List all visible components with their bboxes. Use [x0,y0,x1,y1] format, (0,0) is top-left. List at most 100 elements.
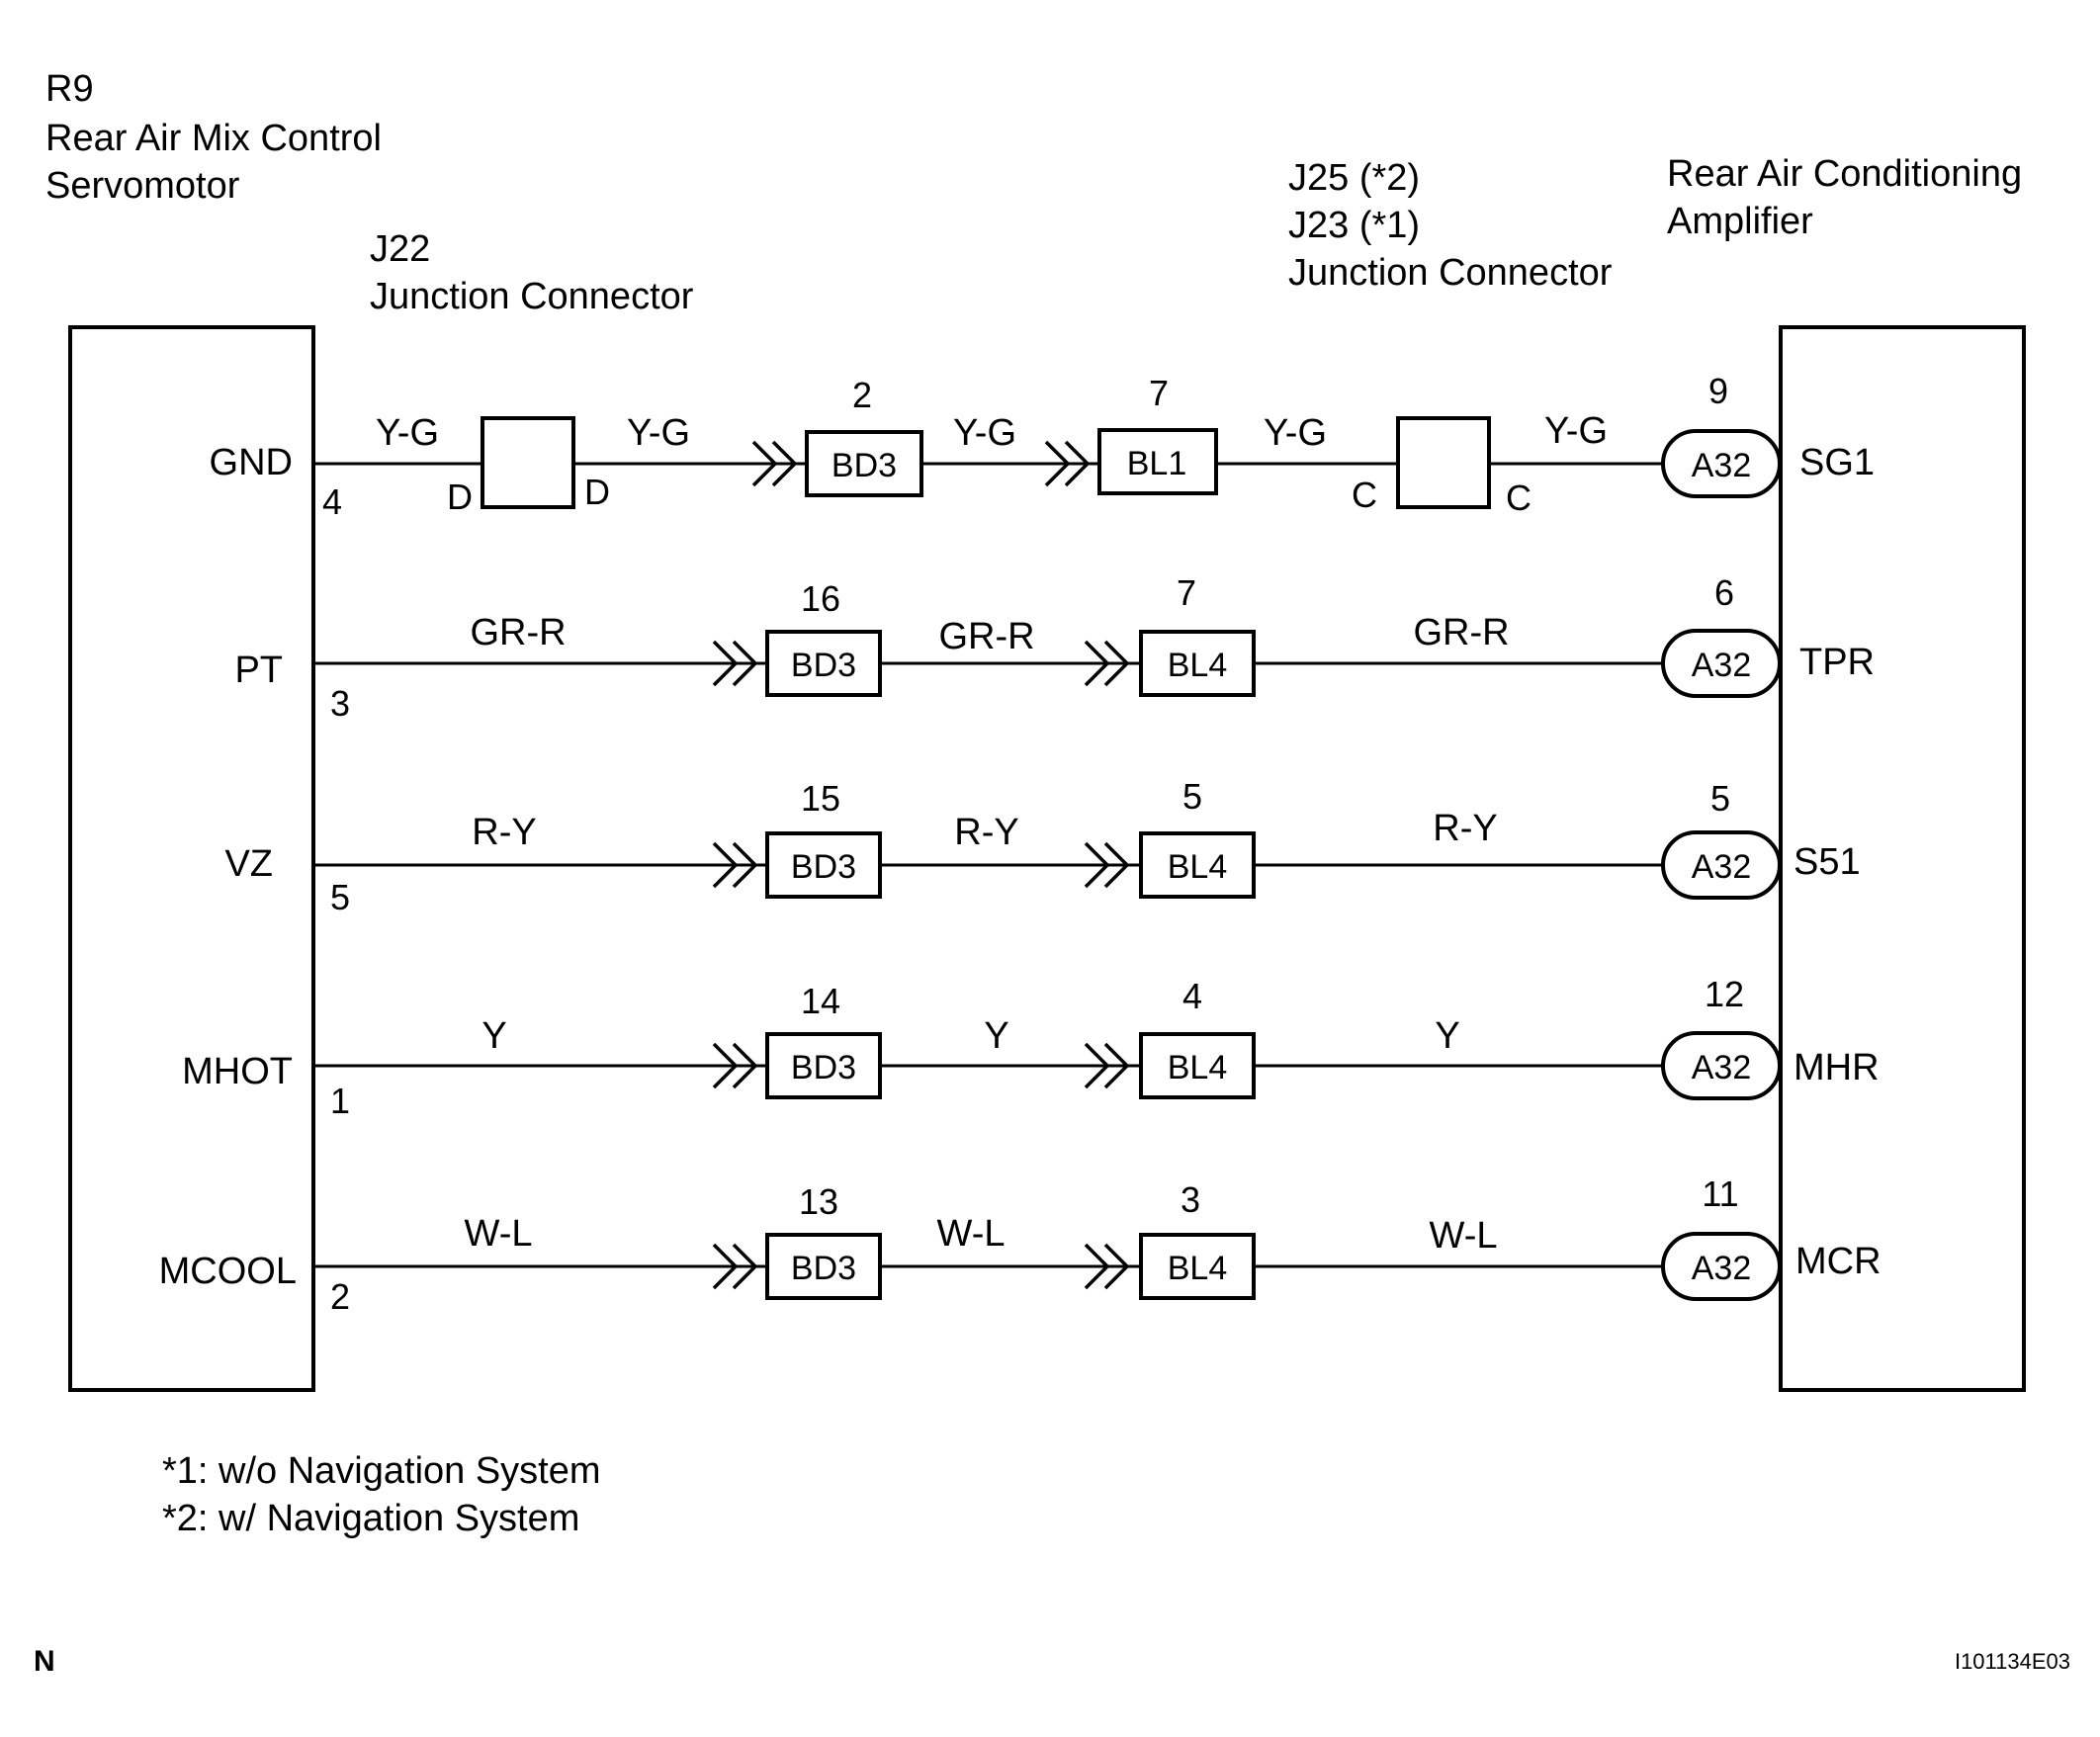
terminal-tpr: TPR [1799,642,1875,683]
j25-label: J25 (*2) [1288,157,1420,199]
connector-chevron [712,640,758,687]
bd3-pin: 14 [801,981,840,1021]
terminal-mcool: MCOOL [159,1251,297,1292]
connector-chevron [1044,440,1091,487]
connector-chevron [712,1243,758,1290]
amplifier-name-line1: Rear Air Conditioning [1667,153,2022,195]
connector-chevron [1084,1042,1130,1089]
bl4-pin: 5 [1182,776,1202,817]
pin-1: 1 [330,1081,350,1121]
bl4-label: BL4 [1168,1250,1228,1287]
a32-label: A32 [1692,447,1752,484]
wire-row-mhot: MHOT 1 Y 14 BD3 Y 4 BL4 Y 12 A32 MHR [182,974,1879,1121]
bd3-connector [765,831,882,899]
note-1: *1: w/o Navigation System [162,1450,601,1492]
pin-5: 5 [330,877,350,917]
j22-id: J22 [370,228,430,270]
wire-color-grr-3: GR-R [1413,612,1509,653]
wire-row-gnd: GND 4 Y-G D D Y-G 2 BD3 Y-G 7 BL1 Y-G C … [210,371,1876,522]
bl4-pin: 3 [1181,1179,1200,1220]
terminal-mcr: MCR [1795,1241,1881,1282]
connector-chevron [712,841,758,889]
a32-label: A32 [1692,647,1752,684]
bl1-label: BL1 [1127,445,1187,482]
bl4-label: BL4 [1168,647,1228,684]
bl1-connector [1097,428,1218,495]
a32-pin: 9 [1708,371,1728,411]
connector-chevron [712,1042,758,1089]
servomotor-name-line2: Servomotor [45,165,240,207]
wire-color-y-2: Y [984,1015,1008,1057]
servomotor-box [68,325,315,1392]
terminal-sg1: SG1 [1799,442,1875,483]
wire-color-ry-3: R-Y [1433,808,1497,849]
bl4-label: BL4 [1168,848,1228,886]
terminal-vz: VZ [224,843,273,885]
pin-4: 4 [322,481,342,522]
connector-chevron [1084,640,1130,687]
wire-color-y-1: Y [481,1015,506,1057]
bd3-label: BD3 [791,848,856,886]
wire-color-yg-1: Y-G [376,412,439,454]
bd3-connector [765,1032,882,1099]
wire-color-y-3: Y [1435,1015,1459,1057]
bd3-label: BD3 [791,647,856,684]
a32-pin: 12 [1705,974,1744,1014]
bl4-connector [1139,831,1256,899]
a32-pin: 5 [1710,778,1730,819]
connector-chevron [751,440,798,487]
jc-pin-c-out: C [1506,478,1531,518]
bd3-label: BD3 [831,447,897,484]
connector-chevron [1084,841,1130,889]
a32-connector [1661,629,1782,698]
wire-color-yg-4: Y-G [1264,412,1327,454]
j25-j23-connector [1396,416,1491,509]
bd3-pin: 15 [801,778,840,819]
pin-3: 3 [330,683,350,724]
bd3-pin: 13 [799,1181,838,1222]
amplifier-name-line2: Amplifier [1667,201,1813,242]
a32-label: A32 [1692,848,1752,886]
j23-label: J23 (*1) [1288,205,1420,246]
bd3-label: BD3 [791,1250,856,1287]
jc-pin-c-in: C [1352,475,1377,515]
wire-color-ry-2: R-Y [954,812,1018,853]
note-2: *2: w/ Navigation System [162,1498,579,1539]
j22-pin-d-in: D [447,477,473,517]
wire-row-pt: PT 3 GR-R 16 BD3 GR-R 7 BL4 GR-R 6 A32 T… [234,572,1875,724]
terminal-mhr: MHR [1794,1047,1880,1088]
wire-color-grr-1: GR-R [470,612,566,653]
servomotor-name-line1: Rear Air Mix Control [45,118,382,159]
wire-row-vz: VZ 5 R-Y 15 BD3 R-Y 5 BL4 R-Y 5 A32 S51 [224,776,1860,917]
wire-color-wl-1: W-L [465,1213,533,1255]
terminal-s51: S51 [1794,841,1861,883]
a32-label: A32 [1692,1049,1752,1086]
servomotor-id: R9 [45,68,94,110]
bl4-pin: 4 [1182,976,1202,1016]
bl4-connector [1139,1233,1256,1300]
connector-chevron [1084,1243,1130,1290]
bl4-connector [1139,1032,1256,1099]
bl1-pin: 7 [1149,373,1169,413]
a32-connector [1661,429,1782,498]
a32-pin: 11 [1702,1173,1738,1214]
amplifier-box [1779,325,2026,1392]
bl4-connector [1139,630,1256,697]
wire-color-grr-2: GR-R [938,616,1034,657]
bd3-connector [765,1233,882,1300]
a32-connector [1661,1232,1782,1301]
figure-id: I101134E03 [1955,1649,2070,1674]
j22-name: Junction Connector [370,276,694,317]
j25-j23-name: Junction Connector [1288,252,1613,294]
bl4-pin: 7 [1177,572,1196,613]
bl4-label: BL4 [1168,1049,1228,1086]
terminal-gnd: GND [210,442,293,483]
footer-left-code: N [34,1645,55,1678]
j22-pin-d-out: D [584,472,610,512]
a32-pin: 6 [1714,572,1734,613]
bd3-connector [765,630,882,697]
terminal-mhot: MHOT [182,1051,293,1092]
terminal-pt: PT [234,650,283,691]
wire-color-wl-3: W-L [1430,1215,1498,1257]
